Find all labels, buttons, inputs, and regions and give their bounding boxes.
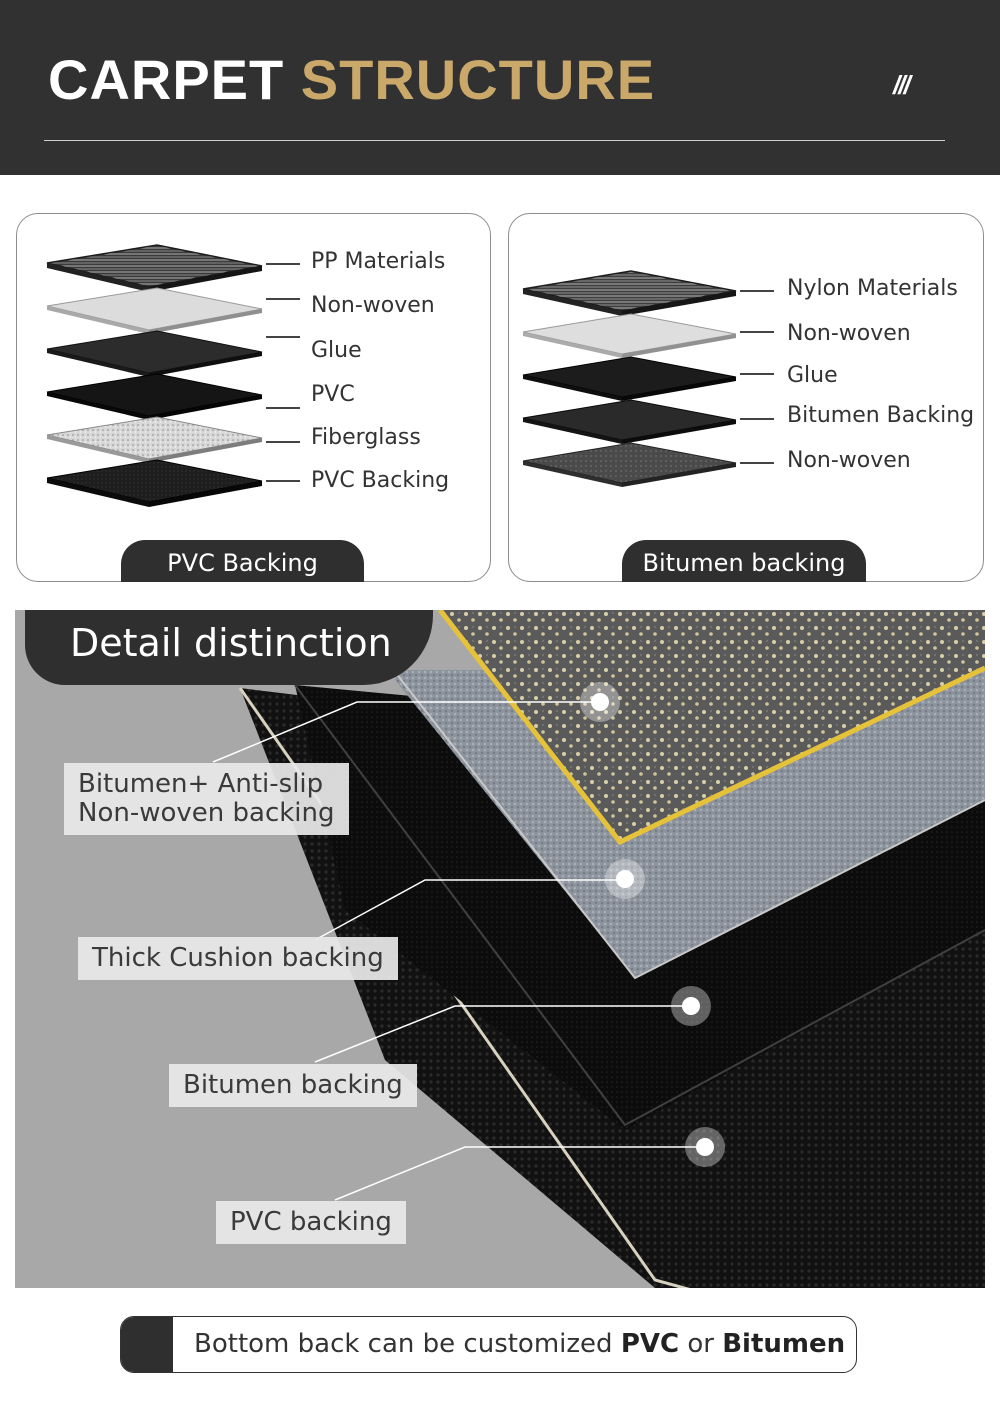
callout-anti-slip-nonwoven: Bitumen+ Anti-slip Non-woven backing bbox=[64, 763, 349, 835]
layer-label-non-woven: Non-woven bbox=[787, 321, 911, 346]
callout-line: Bitumen+ Anti-slip bbox=[78, 769, 324, 799]
tab-pvc-backing: PVC Backing bbox=[121, 540, 364, 582]
tab-bitumen-backing: Bitumen backing bbox=[622, 540, 866, 582]
header-banner: CARPET STRUCTURE /// bbox=[0, 0, 1000, 175]
leader-line bbox=[740, 290, 774, 292]
carpet-layers-closeup bbox=[212, 610, 985, 1288]
footer-option-bitumen: Bitumen bbox=[722, 1329, 846, 1359]
title-word-structure: STRUCTURE bbox=[300, 48, 656, 111]
layer-label-non-woven-bottom: Non-woven bbox=[787, 448, 911, 473]
footer-prefix: Bottom back can be customized bbox=[194, 1329, 621, 1359]
layer-label-non-woven: Non-woven bbox=[311, 293, 435, 318]
leader-line bbox=[266, 336, 300, 338]
bitumen-structure-card: Nylon Materials Non-woven Glue Bitumen B… bbox=[508, 213, 984, 582]
layer-label-glue: Glue bbox=[787, 363, 838, 388]
slash-decoration: /// bbox=[893, 70, 911, 100]
footer-text: Bottom back can be customized PVC or Bit… bbox=[194, 1317, 845, 1372]
detail-title: Detail distinction bbox=[70, 621, 392, 665]
callout-thick-cushion: Thick Cushion backing bbox=[78, 937, 398, 980]
footer-note: Bottom back can be customized PVC or Bit… bbox=[120, 1316, 857, 1373]
leader-line bbox=[266, 263, 300, 265]
leader-line bbox=[740, 331, 774, 333]
leader-line bbox=[266, 441, 300, 443]
leader-line bbox=[740, 373, 774, 375]
layer-label-pvc-backing: PVC Backing bbox=[311, 468, 450, 493]
footer-accent-block bbox=[121, 1317, 173, 1372]
footer-option-pvc: PVC bbox=[620, 1329, 680, 1359]
header-divider bbox=[44, 140, 945, 141]
title-word-carpet: CARPET bbox=[48, 48, 285, 111]
callout-line: Non-woven backing bbox=[78, 798, 335, 828]
layer-label-pvc: PVC bbox=[311, 382, 355, 407]
leader-line bbox=[740, 462, 774, 464]
page-title: CARPET STRUCTURE bbox=[48, 48, 655, 112]
callout-bitumen-backing: Bitumen backing bbox=[169, 1064, 417, 1107]
footer-mid: or bbox=[679, 1329, 723, 1359]
leader-line bbox=[266, 480, 300, 482]
pvc-structure-card: PP Materials Non-woven Glue PVC Fibergla… bbox=[16, 213, 491, 582]
layer-label-glue: Glue bbox=[311, 338, 362, 363]
carpet-detail-photo bbox=[15, 610, 985, 1288]
leader-line bbox=[740, 418, 774, 420]
layer-label-bitumen-backing: Bitumen Backing bbox=[787, 403, 975, 428]
layer-label-nylon-materials: Nylon Materials bbox=[787, 276, 958, 301]
layer-label-pp-materials: PP Materials bbox=[311, 249, 446, 274]
pvc-layer-stack-illustration bbox=[46, 244, 263, 507]
bitumen-layer-stack-illustration bbox=[522, 270, 737, 487]
leader-line bbox=[266, 407, 300, 409]
callout-pvc-backing: PVC backing bbox=[216, 1201, 406, 1244]
leader-line bbox=[266, 298, 300, 300]
layer-label-fiberglass: Fiberglass bbox=[311, 425, 421, 450]
detail-title-tab bbox=[25, 610, 433, 685]
